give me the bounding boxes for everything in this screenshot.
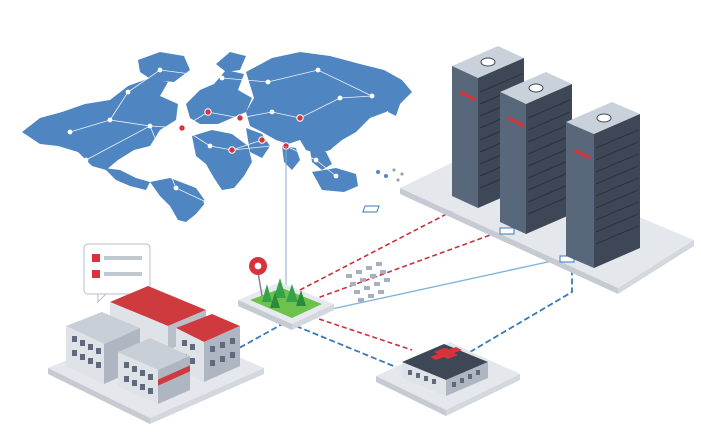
link-campus-hub xyxy=(231,321,287,353)
continent-greenland xyxy=(138,52,190,82)
speech-bubble-icon xyxy=(83,243,151,304)
world-map xyxy=(22,52,412,222)
link-hub-site-blue xyxy=(295,325,409,373)
map-white-nodes xyxy=(67,67,375,205)
continent-europe xyxy=(186,70,252,124)
link-hub-site-red xyxy=(303,313,413,351)
link-hub-server-1 xyxy=(299,205,463,291)
continent-australia xyxy=(312,168,358,192)
link-hub-server-2 xyxy=(311,229,505,301)
floor-tag xyxy=(499,227,515,235)
remote-site xyxy=(376,342,520,416)
office-building-front xyxy=(118,338,190,404)
medical-building-icon xyxy=(402,344,488,396)
continent-japan xyxy=(388,100,400,116)
server-rack-3 xyxy=(566,102,640,268)
device-grid-icon xyxy=(346,262,390,302)
hub-node xyxy=(238,257,334,330)
server-cluster xyxy=(362,46,694,294)
office-campus xyxy=(48,243,264,424)
continent-africa xyxy=(192,130,252,190)
link-hub-server-3 xyxy=(317,257,567,313)
continent-southeast-asia xyxy=(310,150,332,170)
continent-asia xyxy=(246,52,412,154)
hub-trees xyxy=(262,278,306,308)
continent-north-america xyxy=(22,78,178,170)
location-pin-icon xyxy=(249,257,267,297)
continent-south-america xyxy=(150,178,206,222)
continent-middle-east xyxy=(246,128,270,158)
continent-scandinavia xyxy=(216,52,246,72)
server-rack-2 xyxy=(500,72,572,234)
map-red-nodes xyxy=(178,108,304,154)
network-links xyxy=(231,205,573,373)
continent-south-asia xyxy=(282,146,300,170)
continent-central-america xyxy=(104,168,150,190)
